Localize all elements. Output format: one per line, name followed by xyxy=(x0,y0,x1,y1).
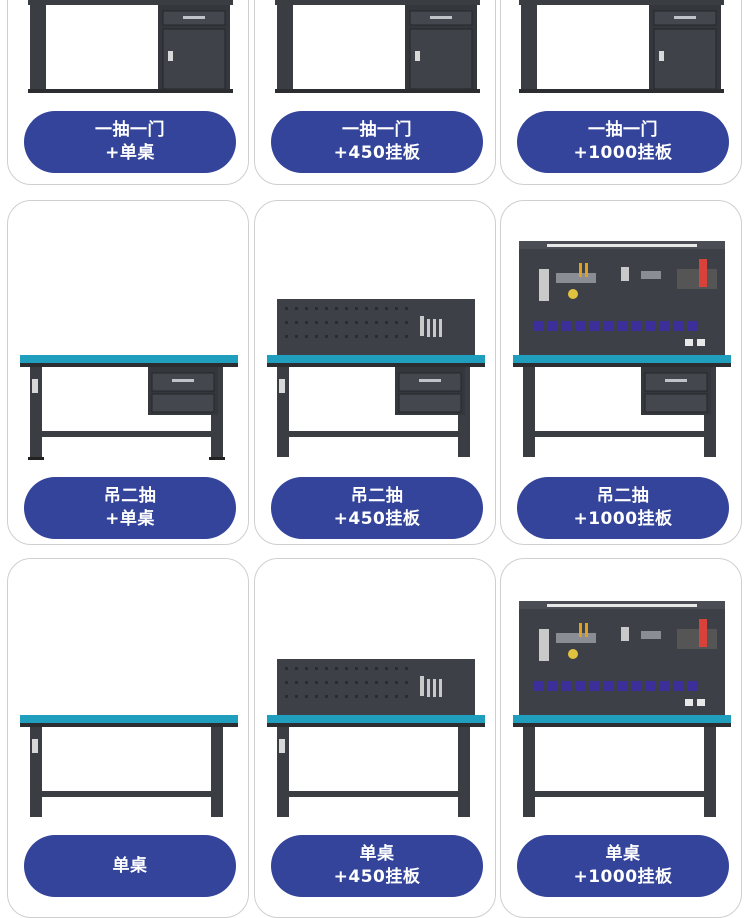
product-card-plain-450[interactable]: 单桌 +450挂板 xyxy=(254,558,496,918)
product-card-drawer-door-single[interactable]: 一抽一门 +单桌 xyxy=(7,0,249,185)
product-card-drawer-door-1000[interactable]: 一抽一门 +1000挂板 xyxy=(500,0,742,185)
option-label-line2: +1000挂板 xyxy=(573,509,673,529)
option-label-pill[interactable]: 一抽一门 +单桌 xyxy=(24,111,236,173)
option-label-line2: +1000挂板 xyxy=(573,143,673,163)
product-card-two-drawer-single[interactable]: 吊二抽 +单桌 xyxy=(7,200,249,545)
option-label-line2: +450挂板 xyxy=(333,509,421,529)
option-label-pill[interactable]: 单桌 +1000挂板 xyxy=(517,835,729,897)
product-card-plain-single[interactable]: 单桌 xyxy=(7,558,249,918)
option-label-line1: 单桌 xyxy=(605,844,641,864)
option-label-pill[interactable]: 一抽一门 +1000挂板 xyxy=(517,111,729,173)
workbench-image xyxy=(501,201,741,471)
workbench-image xyxy=(8,0,248,111)
option-label-line2: +1000挂板 xyxy=(573,867,673,887)
option-label-line2: +单桌 xyxy=(105,143,155,163)
option-label-pill[interactable]: 单桌 xyxy=(24,835,236,897)
option-label-line2: +单桌 xyxy=(105,509,155,529)
option-label-pill[interactable]: 单桌 +450挂板 xyxy=(271,835,483,897)
workbench-image xyxy=(255,559,495,829)
option-label-line2: +450挂板 xyxy=(333,143,421,163)
option-label-pill[interactable]: 一抽一门 +450挂板 xyxy=(271,111,483,173)
workbench-image xyxy=(501,0,741,111)
option-label-line1: 单桌 xyxy=(359,844,395,864)
workbench-image xyxy=(501,559,741,829)
option-label-line1: 一抽一门 xyxy=(95,120,165,140)
workbench-image xyxy=(8,201,248,471)
product-card-two-drawer-450[interactable]: 吊二抽 +450挂板 xyxy=(254,200,496,545)
option-label-line1: 吊二抽 xyxy=(596,486,650,506)
option-label-line1: 一抽一门 xyxy=(342,120,412,140)
workbench-image xyxy=(8,559,248,829)
option-label-pill[interactable]: 吊二抽 +450挂板 xyxy=(271,477,483,539)
option-label-line1: 吊二抽 xyxy=(103,486,157,506)
product-card-plain-1000[interactable]: 单桌 +1000挂板 xyxy=(500,558,742,918)
workbench-image xyxy=(255,201,495,471)
product-card-two-drawer-1000[interactable]: 吊二抽 +1000挂板 xyxy=(500,200,742,545)
option-label-line1: 单桌 xyxy=(112,855,148,876)
option-label-line2: +450挂板 xyxy=(333,867,421,887)
option-label-pill[interactable]: 吊二抽 +1000挂板 xyxy=(517,477,729,539)
workbench-image xyxy=(255,0,495,111)
option-label-line1: 吊二抽 xyxy=(350,486,404,506)
product-card-drawer-door-450[interactable]: 一抽一门 +450挂板 xyxy=(254,0,496,185)
option-label-line1: 一抽一门 xyxy=(588,120,658,140)
option-label-pill[interactable]: 吊二抽 +单桌 xyxy=(24,477,236,539)
